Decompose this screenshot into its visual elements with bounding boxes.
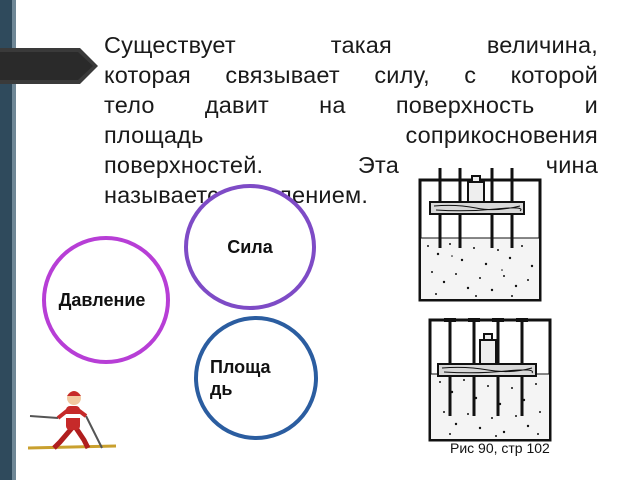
text-line: тело давит на поверхность и [104,92,598,118]
area-circle: Площа дь [194,316,318,440]
pressure-circle: Давление [42,236,170,364]
figure-nails-top [416,160,544,302]
pressure-label: Давление [58,289,146,310]
area-label-line2: дь [210,379,233,399]
area-label-line1: Площа [210,357,271,377]
force-label: Сила [227,236,273,257]
text-line: площадь соприкосновения [104,122,598,148]
sidebar-bar [0,0,12,480]
main-paragraph: Существует такая величина, которая связы… [104,30,598,210]
area-label: Площа дь [204,356,271,400]
arrow-tab-icon [0,48,98,84]
text-line: которая связывает силу, с которой [104,62,598,88]
text-line: Существует такая величина, [104,32,598,58]
sidebar-stripe [12,0,16,480]
figure-nails-bottom [426,316,554,442]
force-circle: Сила [184,184,316,310]
skier-icon [27,391,117,450]
figure-caption: Рис 90, стр 102 [450,440,550,456]
